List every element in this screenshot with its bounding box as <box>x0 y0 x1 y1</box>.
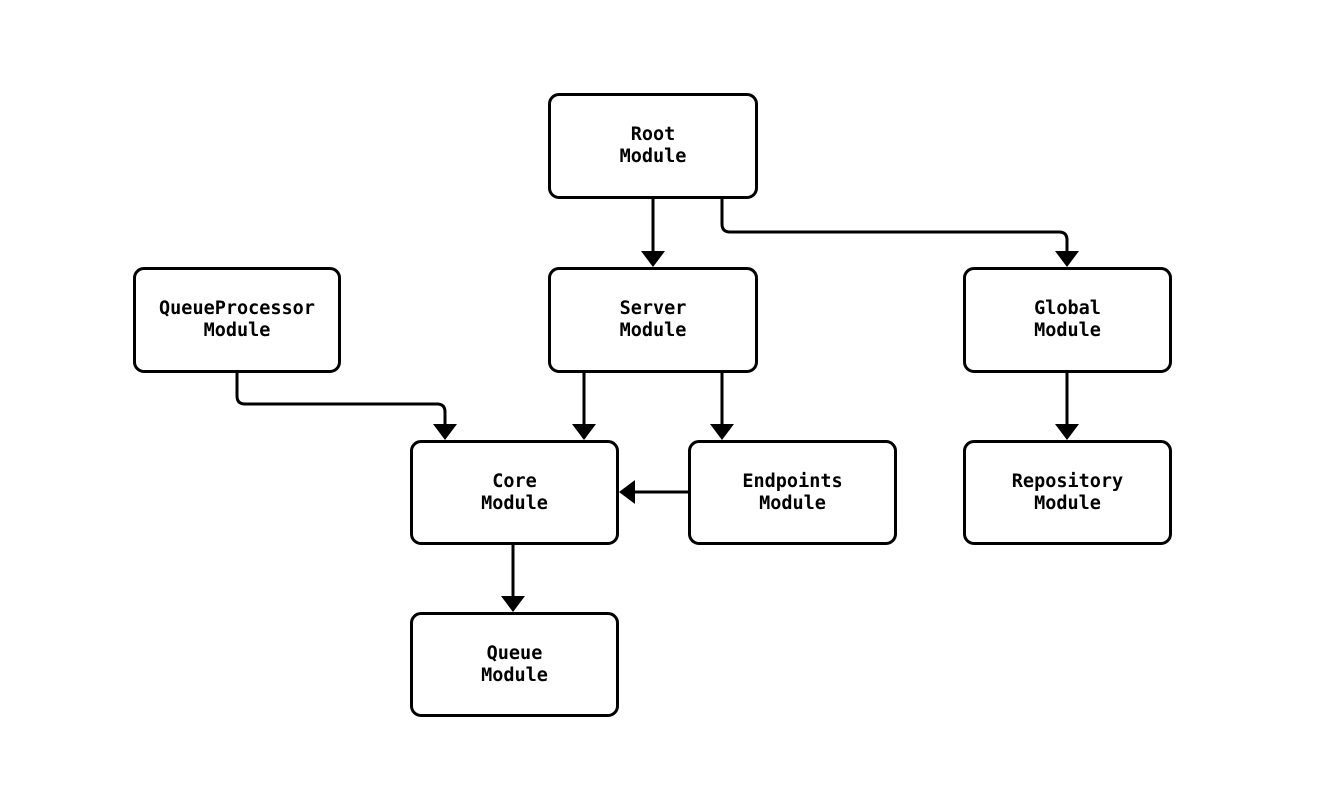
node-label-line: Module <box>759 492 826 514</box>
node-label-line: Queue <box>486 642 543 664</box>
node-label-line: Global <box>1034 298 1101 319</box>
node-label-line: Server <box>619 298 687 319</box>
edge-queueprocessor-to-core <box>235 373 447 424</box>
node-label-line: Core <box>492 470 537 492</box>
arrowhead-server-to-endpoints <box>710 424 734 440</box>
node-label-line: Endpoints <box>742 470 843 492</box>
arrowhead-server-to-core <box>572 424 596 440</box>
node-label-line: Module <box>481 664 548 686</box>
arrowhead-core-to-queue <box>501 596 525 612</box>
arrowhead-queueprocessor-to-core <box>433 424 457 440</box>
arrowhead-root-to-server <box>641 251 665 267</box>
node-label-line: Root <box>630 124 676 145</box>
arrowhead-endpoints-to-core <box>619 480 635 504</box>
node-label-line: Module <box>619 320 687 341</box>
node-label-line: Module <box>203 320 271 341</box>
edge-root-to-global <box>720 199 1069 251</box>
node-label-line: QueueProcessor <box>159 298 315 319</box>
node-label-line: Module <box>619 146 687 167</box>
node-label-line: Module <box>481 492 548 514</box>
arrowhead-root-to-global <box>1055 251 1079 267</box>
arrowhead-global-to-repository <box>1055 424 1079 440</box>
node-label-line: Module <box>1034 320 1101 341</box>
node-label-line: Repository <box>1011 470 1124 492</box>
node-label-line: Module <box>1034 492 1101 514</box>
